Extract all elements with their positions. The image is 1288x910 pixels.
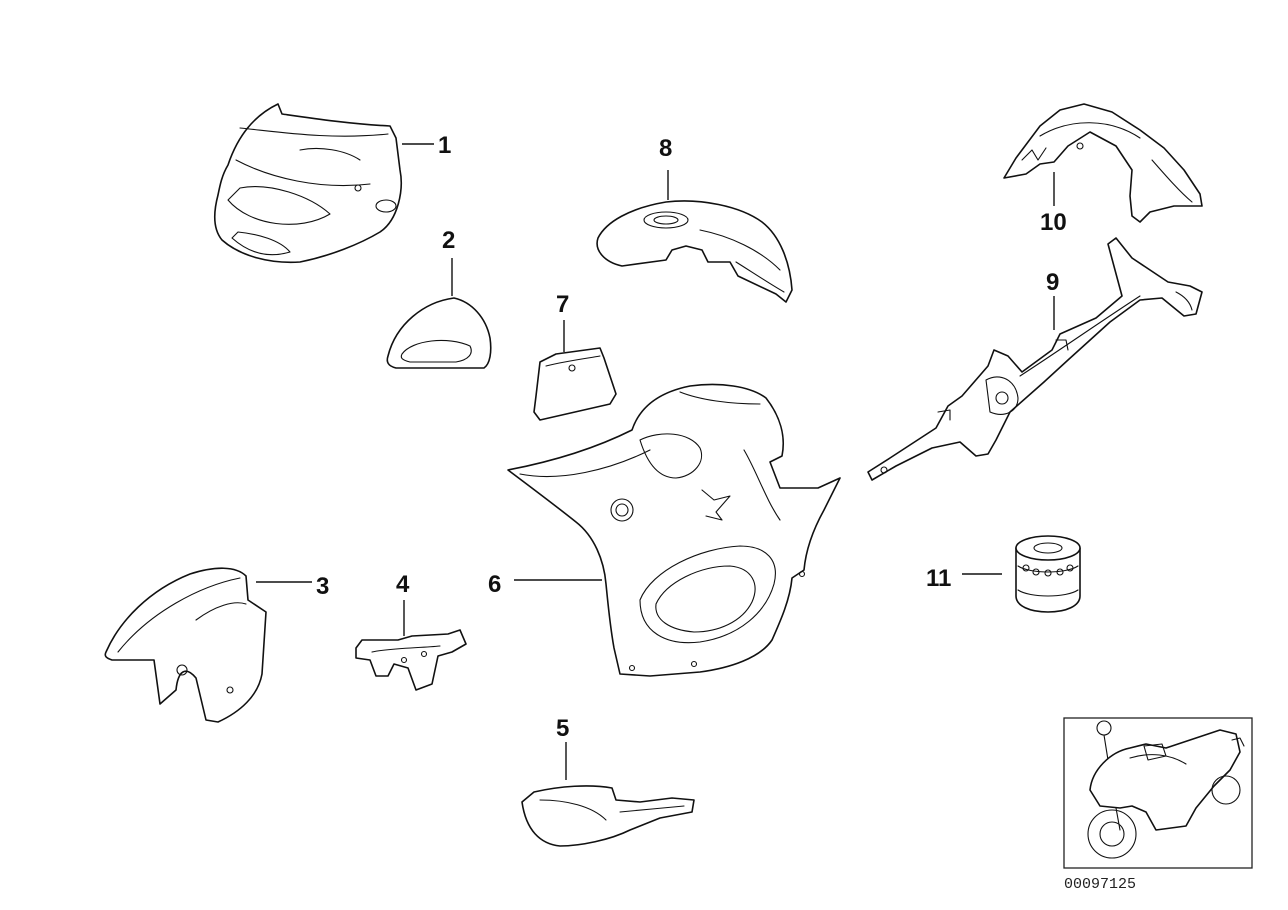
callout-8: 8 bbox=[659, 135, 672, 162]
part-6-side-panel[interactable]: 6 bbox=[488, 383, 841, 677]
part-4-bracket-cover[interactable]: 4 bbox=[355, 571, 467, 691]
part-11-roller[interactable]: 11 bbox=[926, 535, 1081, 613]
part-7-cover-plate[interactable]: 7 bbox=[533, 291, 617, 421]
callout-1: 1 bbox=[438, 132, 451, 159]
callout-7: 7 bbox=[556, 291, 569, 318]
motorcycle-icon bbox=[1087, 720, 1245, 859]
callout-9: 9 bbox=[1046, 269, 1059, 296]
part-1-front-fairing[interactable]: 1 bbox=[213, 103, 452, 264]
callout-5: 5 bbox=[556, 715, 569, 742]
document-number: 00097125 bbox=[1064, 876, 1136, 893]
part-10-tail-cover[interactable]: 10 bbox=[1003, 103, 1203, 236]
callout-11: 11 bbox=[926, 565, 951, 592]
part-8-tank-cover[interactable]: 8 bbox=[596, 135, 793, 303]
callout-10: 10 bbox=[1040, 209, 1067, 236]
part-5-lower-cover[interactable]: 5 bbox=[521, 715, 695, 847]
part-3-front-mudguard[interactable]: 3 bbox=[104, 567, 329, 723]
location-inset bbox=[1063, 717, 1253, 869]
part-2-mirror-housing[interactable]: 2 bbox=[386, 227, 492, 369]
callout-2: 2 bbox=[442, 227, 455, 254]
callout-6: 6 bbox=[488, 571, 501, 598]
part-9-frame-trim[interactable]: 9 bbox=[867, 237, 1203, 481]
callout-3: 3 bbox=[316, 573, 329, 600]
callout-4: 4 bbox=[396, 571, 410, 598]
